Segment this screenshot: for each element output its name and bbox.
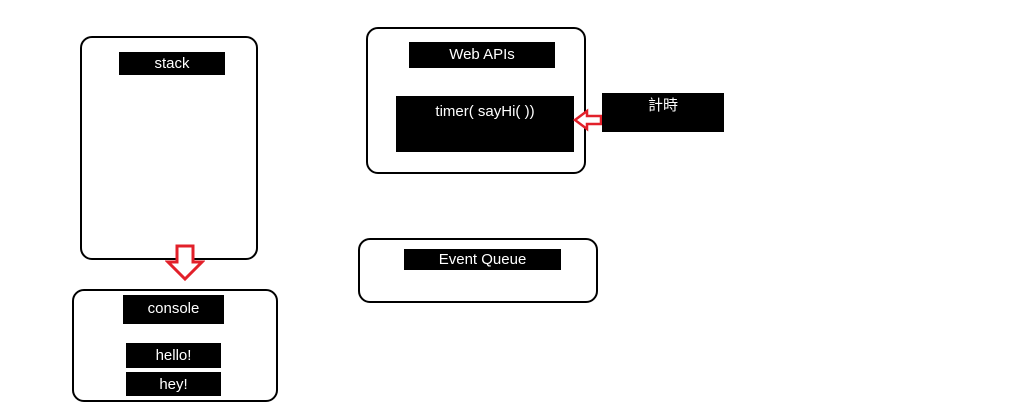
timer-sayhi-item: timer( sayHi( )): [396, 96, 574, 152]
console-title: console: [123, 295, 224, 324]
event-queue-box: [358, 238, 598, 303]
console-item-hey: hey!: [126, 372, 221, 396]
timer-to-webapis-arrow: [572, 108, 603, 132]
stack-title: stack: [119, 52, 225, 75]
stack-to-console-arrow: [165, 244, 205, 282]
timer-label: 計時: [602, 93, 724, 132]
event-queue-title: Event Queue: [404, 249, 561, 270]
console-item-hello: hello!: [126, 343, 221, 368]
web-apis-title: Web APIs: [409, 42, 555, 68]
